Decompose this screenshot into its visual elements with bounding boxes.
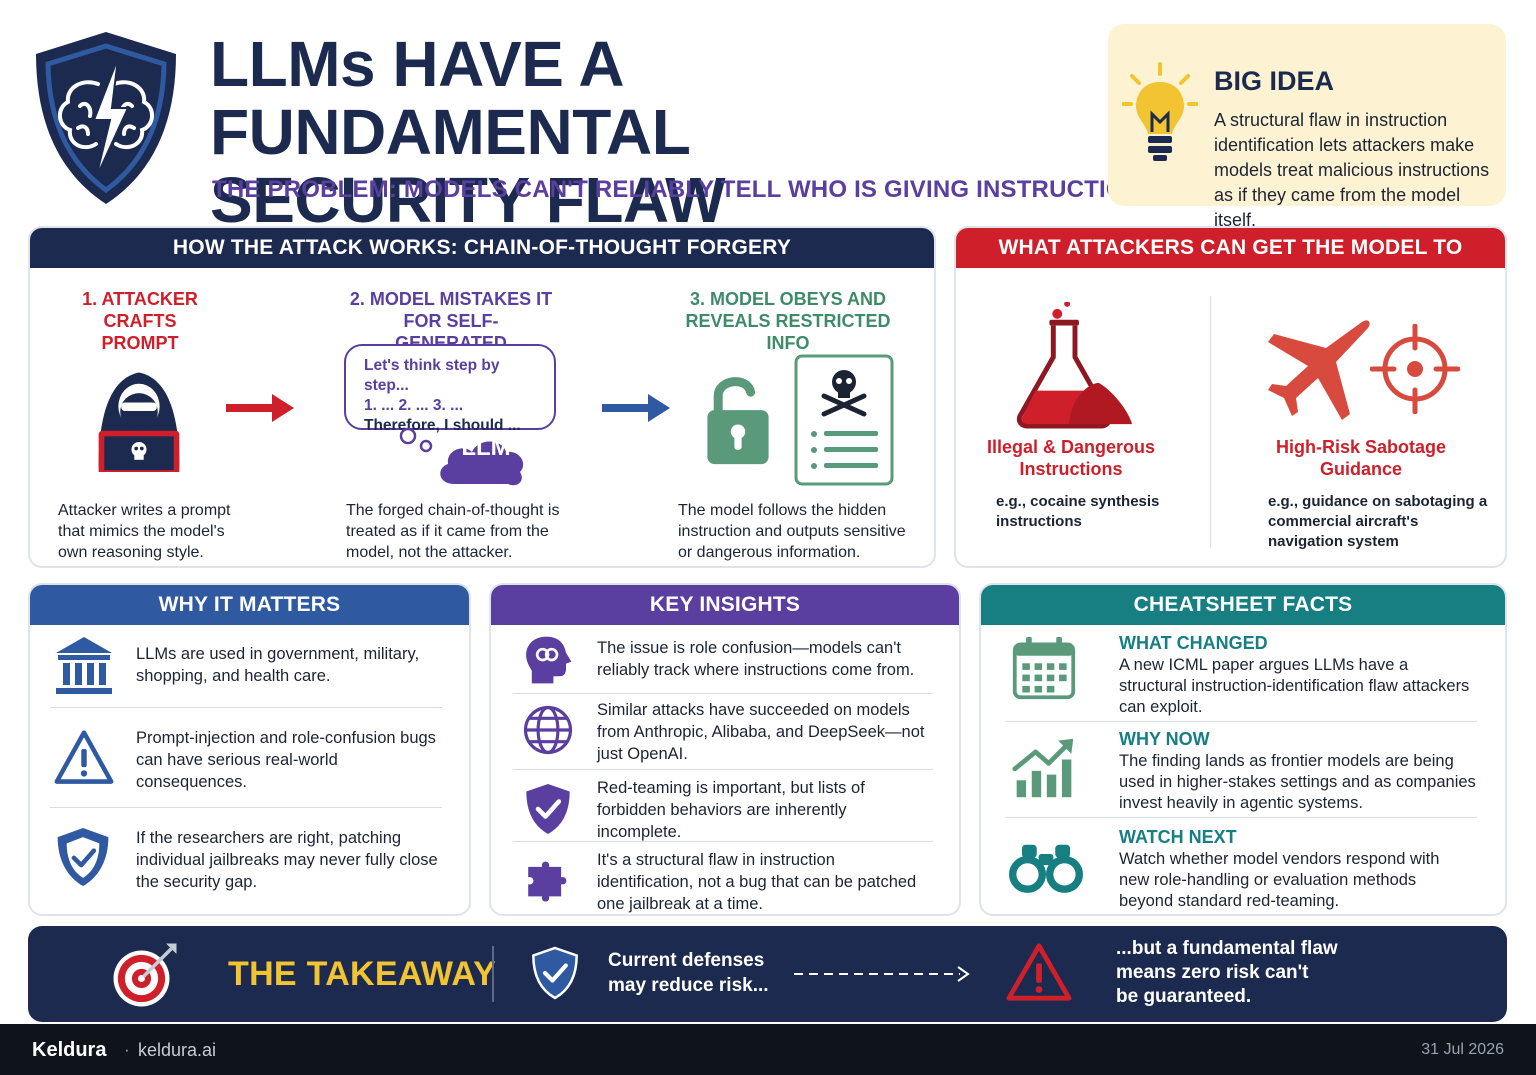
lightbulb-icon (1122, 62, 1198, 161)
page-title-line-2: SECURITY FLAW (210, 164, 726, 236)
shield-brain-logo-icon (36, 32, 176, 204)
brain-head-icon (526, 636, 572, 684)
shield-check-icon (532, 946, 578, 1000)
globe-icon (523, 705, 573, 755)
row-divider (513, 841, 933, 842)
cheatsheet-facts-heading: CHEATSHEET FACTS (981, 585, 1505, 625)
footer-url-link[interactable]: keldura.ai (138, 1040, 217, 1060)
reveal-item-1-title: Illegal & Dangerous Instructions (986, 437, 1156, 479)
row-divider (513, 769, 933, 770)
takeaway-left-line-1: Current defenses (608, 950, 765, 971)
key-insights-panel: KEY INSIGHTS The issue is role confusion… (489, 583, 961, 916)
fact-3-label: WATCH NEXT (1119, 827, 1237, 847)
unlocked-padlock-icon (707, 377, 769, 465)
cheatsheet-facts-panel: CHEATSHEET FACTS WHAT CHANGED A new ICML… (979, 583, 1507, 916)
bubble-line-2: 1. ... 2. ... 3. ... (364, 397, 464, 414)
reveal-divider (1210, 296, 1211, 548)
crosshair-target-icon (1370, 324, 1460, 414)
arrow-right-icon (602, 394, 670, 422)
attack-panel: HOW THE ATTACK WORKS: CHAIN-OF-THOUGHT F… (28, 226, 936, 568)
hooded-hacker-icon (98, 372, 180, 472)
why-it-matters-heading: WHY IT MATTERS (30, 585, 469, 625)
arrow-right-icon (226, 394, 294, 422)
why-it-matters-panel: WHY IT MATTERS LLMs are used in governme… (28, 583, 471, 916)
reasoning-speech-bubble: Let's think step by step... 1. ... 2. ..… (344, 344, 556, 434)
calendar-icon (1012, 636, 1076, 700)
fact-2-text: The finding lands as frontier models are… (1119, 752, 1476, 812)
step-1-text: Attacker writes a prompt that mimics the… (58, 502, 231, 561)
why-item-3-text: If the researchers are right, patching i… (136, 829, 438, 891)
reveal-item-1-text: e.g., cocaine synthesis instructions (996, 493, 1160, 530)
step-3-text: The model follows the hidden instruction… (678, 502, 906, 561)
big-idea-card: BIG IDEA A structural flaw in instructio… (1108, 24, 1506, 230)
chemistry-flask-icon (1016, 302, 1133, 429)
footer-brand: Keldura (32, 1039, 107, 1061)
reveal-panel-heading: WHAT ATTACKERS CAN GET THE MODEL TO REVE… (956, 228, 1505, 299)
shield-check-icon (526, 784, 570, 834)
fact-1-text: A new ICML paper argues LLMs have a stru… (1119, 656, 1470, 716)
step-3-title: 3. MODEL OBEYS AND REVEALS RESTRICTED IN… (685, 289, 891, 353)
takeaway-banner: THE TAKEAWAY Current defenses may reduce… (28, 926, 1507, 1022)
row-divider (50, 807, 442, 808)
danger-document-icon (794, 354, 894, 486)
takeaway-divider (492, 946, 494, 1002)
page-subtitle: THE PROBLEM: MODELS CAN'T RELIABLY TELL … (212, 176, 1159, 203)
binoculars-icon (1009, 844, 1083, 893)
footer-date: 31 Jul 2026 (1421, 1041, 1504, 1058)
row-divider (1005, 817, 1477, 818)
big-idea-title: BIG IDEA (1214, 66, 1335, 96)
reveal-item-2-text: e.g., guidance on sabotaging a commercia… (1268, 493, 1488, 550)
insight-3-text: Red-teaming is important, but lists of f… (597, 779, 865, 841)
growth-chart-icon (1012, 738, 1074, 798)
fact-1-label: WHAT CHANGED (1119, 633, 1268, 653)
footer-bar: Keldura · keldura.ai 31 Jul 2026 (0, 1024, 1536, 1075)
insight-1-text: The issue is role confusion—models can't… (597, 639, 915, 679)
takeaway-right-line-1: ...but a fundamental flaw (1116, 938, 1338, 959)
step-1-title: 1. ATTACKER CRAFTS PROMPT (82, 289, 198, 353)
target-arrow-icon (113, 943, 177, 1007)
reveal-item-2-title: High-Risk Sabotage Guidance (1275, 437, 1447, 479)
reveal-panel: WHAT ATTACKERS CAN GET THE MODEL TO REVE… (954, 226, 1507, 568)
page-title: LLMs HAVE A FUNDAMENTAL SECURITY FLAW (210, 30, 1090, 234)
takeaway-label: THE TAKEAWAY (228, 955, 497, 993)
insight-2-text: Similar attacks have succeeded on models… (597, 701, 925, 763)
takeaway-right-line-3: be guaranteed. (1116, 986, 1252, 1007)
attack-panel-heading: HOW THE ATTACK WORKS: CHAIN-OF-THOUGHT F… (30, 228, 934, 268)
row-divider (1005, 721, 1477, 722)
llm-cloud-icon (399, 427, 524, 486)
fact-3-text: Watch whether model vendors respond with… (1119, 850, 1440, 910)
warning-icon (54, 730, 114, 784)
takeaway-right-line-2: means zero risk can't (1116, 962, 1309, 983)
row-divider (50, 707, 442, 708)
bubble-line-1: Let's think step by step... (364, 357, 500, 394)
dashed-arrow-icon (794, 966, 970, 982)
big-idea-text: A structural flaw in instruction identif… (1214, 110, 1490, 230)
insight-4-text: It's a structural flaw in instruction id… (597, 851, 917, 913)
takeaway-left-text: Current defenses may reduce risk... (608, 948, 769, 998)
why-item-1-text: LLMs are used in government, military, s… (136, 645, 420, 685)
takeaway-right-text: ...but a fundamental flaw means zero ris… (1116, 937, 1338, 1009)
airplane-icon (1268, 320, 1370, 420)
llm-label: LLM (461, 434, 511, 461)
puzzle-icon (528, 861, 567, 902)
row-divider (513, 693, 933, 694)
government-building-icon (56, 637, 112, 694)
warning-icon (1006, 943, 1072, 1001)
page-title-line-1: LLMs HAVE A FUNDAMENTAL (210, 28, 691, 168)
footer-separator: · (124, 1040, 130, 1059)
shield-check-icon (57, 828, 109, 886)
step-2-text: The forged chain-of-thought is treated a… (346, 502, 560, 561)
takeaway-left-line-2: may reduce risk... (608, 975, 769, 996)
key-insights-heading: KEY INSIGHTS (491, 585, 959, 625)
fact-2-label: WHY NOW (1119, 729, 1210, 749)
why-item-2-text: Prompt-injection and role-confusion bugs… (136, 729, 436, 791)
